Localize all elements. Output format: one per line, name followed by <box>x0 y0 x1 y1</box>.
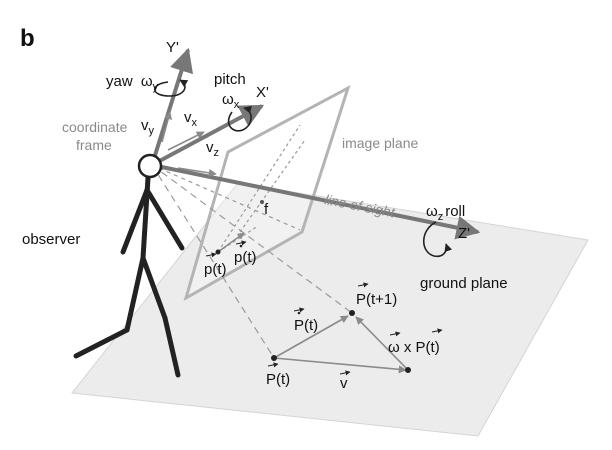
v-label-group: v <box>339 370 351 392</box>
P-dot-vector <box>273 315 349 359</box>
roll-word: roll <box>445 203 465 220</box>
vx-symbol: v <box>184 109 192 126</box>
P-t-label-group: P(t) <box>266 362 290 388</box>
observer-left-shin <box>73 327 130 359</box>
ray-to-P-t <box>151 164 275 359</box>
observer-left-thigh <box>124 255 146 333</box>
v-label: v <box>340 375 348 392</box>
p-t-label: p(t) <box>204 261 227 278</box>
y-axis <box>150 47 193 166</box>
vz-arrow <box>177 167 217 177</box>
p-dot-t-label: p(t) <box>234 249 257 266</box>
observer-right-shin <box>162 315 181 378</box>
vz-subscript: z <box>214 147 220 159</box>
image-plane-label: image plane <box>342 135 418 151</box>
P-t1-label: P(t+1) <box>356 291 397 308</box>
ground-plane-label: ground plane <box>420 275 508 292</box>
P-t-label: P(t) <box>266 371 290 388</box>
observer-head <box>137 153 163 179</box>
yaw-symbol: ω <box>141 73 153 90</box>
pitch-symbol: ω <box>222 91 234 108</box>
omega-cross-label: ω x P(t) <box>388 339 440 356</box>
point-P-t <box>271 355 277 361</box>
focal-length-label: f <box>264 201 269 218</box>
yaw-word: yaw <box>106 73 133 90</box>
y-axis-label: Y' <box>166 39 179 56</box>
omega-P-vec-accent <box>431 328 443 334</box>
vy-subscript: y <box>149 125 155 137</box>
pitch-subscript: x <box>234 99 240 111</box>
point-P-t1 <box>349 310 355 316</box>
z-axis-label: Z' <box>458 225 470 242</box>
p-t-vec-accent <box>205 252 217 258</box>
p-dot-t-vec-accent <box>235 240 247 246</box>
vy-label: vy <box>141 117 155 137</box>
observer-right-arm <box>144 187 185 251</box>
v-vec-accent <box>339 370 351 376</box>
roll-subscript: z <box>438 211 444 223</box>
p-dot-t-label-group: p(t) <box>234 240 257 266</box>
roll-symbol: ω <box>426 203 438 220</box>
pitch-word: pitch <box>214 71 246 88</box>
P-dot-t-vec-accent <box>293 307 305 313</box>
ray-dashed <box>151 164 301 231</box>
image-plane-guide-1 <box>217 124 301 253</box>
omega-cross-vector <box>355 316 409 371</box>
yaw-label: yaw ωy <box>106 73 159 93</box>
vy-arrow <box>161 111 173 143</box>
p-dot-t-dot <box>239 244 243 248</box>
point-focal <box>260 200 264 204</box>
image-motion-vector <box>217 232 245 253</box>
roll-rotation-arc <box>422 221 453 258</box>
p-t-label-group: p(t) <box>204 252 227 278</box>
coordinate-frame-label-1: coordinate <box>62 119 128 135</box>
observer-left-arm <box>120 187 150 255</box>
P-t1-vec-accent <box>357 282 369 288</box>
vy-symbol: v <box>141 117 149 134</box>
pitch-symbol-label: ωx <box>222 91 240 111</box>
omega-cross-label-group: ω x P(t) <box>388 328 443 356</box>
x-axis <box>151 104 265 167</box>
coordinate-frame-label-2: frame <box>76 137 112 153</box>
point-p-t <box>215 249 221 255</box>
P-dot-t-dot <box>297 311 301 315</box>
vx-subscript: x <box>192 117 198 129</box>
P-t1-label-group: P(t+1) <box>356 282 397 308</box>
ray-to-P-t1 <box>151 164 353 314</box>
vx-arrow <box>167 131 205 151</box>
image-plane-guide-2 <box>239 139 306 233</box>
vx-label: vx <box>184 109 198 129</box>
x-axis-label: X' <box>256 84 269 101</box>
observer-right-thigh <box>140 255 168 321</box>
P-t-vec-accent <box>267 362 279 368</box>
v-vector <box>273 357 407 374</box>
omega-vec-accent <box>389 331 401 337</box>
P-dot-t-label-group: P(t) <box>293 307 318 334</box>
z-axis-line-of-sight <box>151 163 481 240</box>
vz-symbol: v <box>206 139 214 156</box>
yaw-subscript: y <box>153 81 159 93</box>
point-omega-end <box>405 367 411 373</box>
yaw-rotation-arc <box>153 79 189 97</box>
observer-figure <box>73 153 185 378</box>
P-dot-t-label: P(t) <box>294 317 318 334</box>
panel-label: b <box>20 25 35 52</box>
pitch-rotation-arc <box>227 105 252 132</box>
ground-plane <box>71 182 589 437</box>
observer-label: observer <box>22 231 80 248</box>
vz-label: vz <box>206 139 219 159</box>
